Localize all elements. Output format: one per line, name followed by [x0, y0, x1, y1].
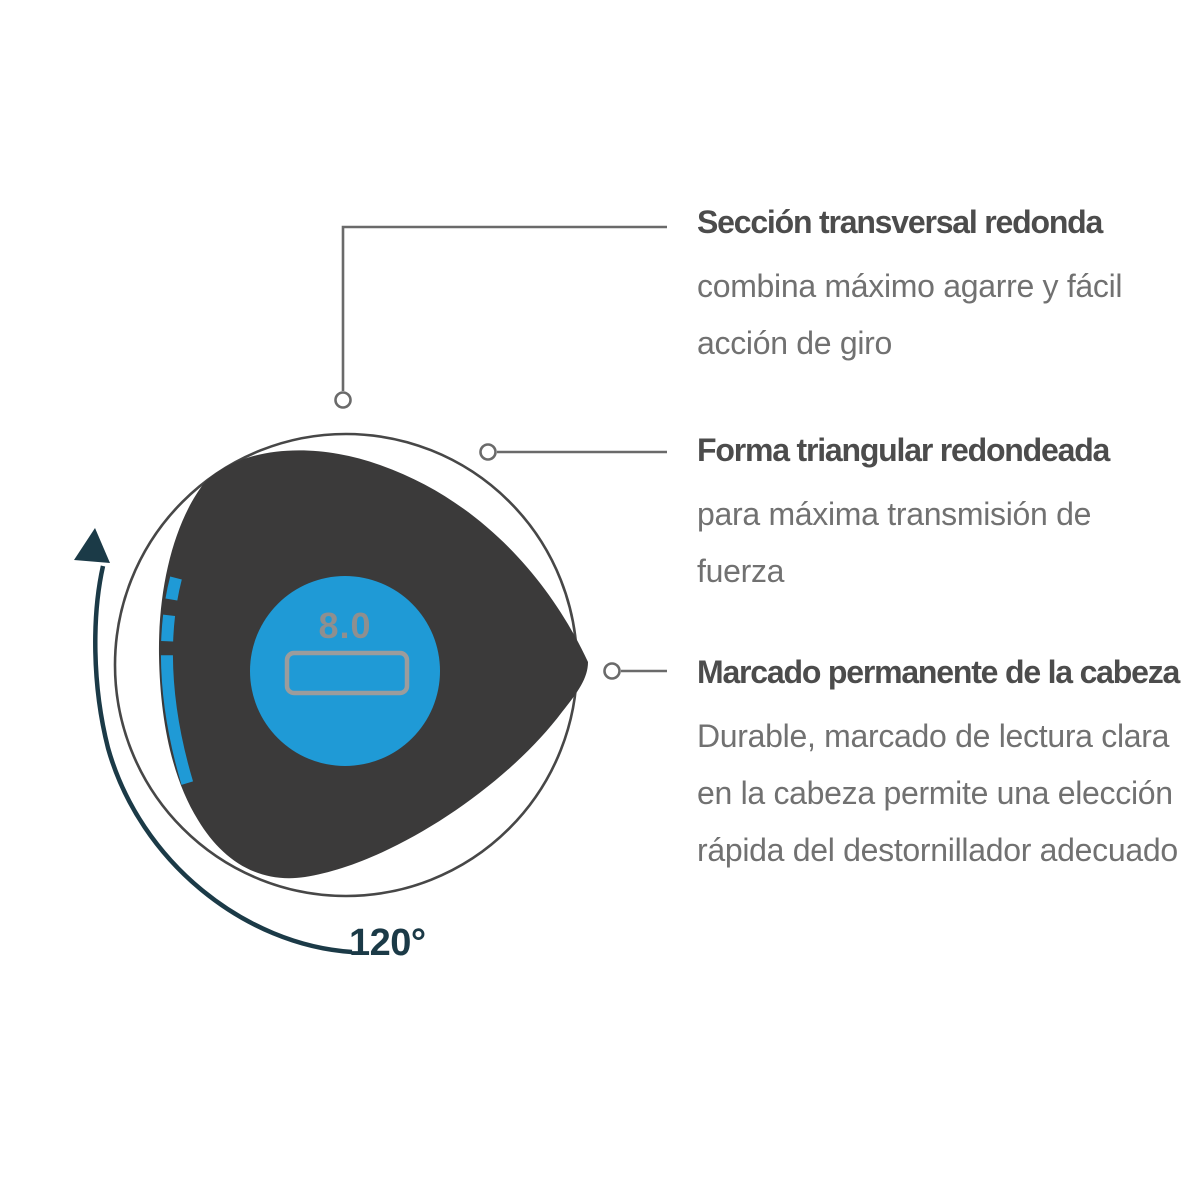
brand-marking	[160, 576, 196, 794]
rotation-arrowhead-icon	[74, 528, 110, 563]
callout-body: para máxima transmisión de fuerza	[697, 496, 1092, 589]
callout-triangular-shape: Forma triangular redondeada para máxima …	[697, 430, 1192, 600]
callout-body: combina máximo agarre y fácil acción de …	[697, 268, 1123, 361]
leader-dot-triangular-shape	[479, 443, 497, 461]
callout-head-marking: Marcado permanente de la cabeza Durable,…	[697, 652, 1192, 879]
callout-title: Marcado permanente de la cabeza	[697, 654, 1180, 690]
callout-title: Sección transversal redonda	[697, 204, 1103, 240]
size-indicator-circle	[250, 576, 440, 766]
callout-title: Forma triangular redondeada	[697, 432, 1110, 468]
rotation-arc	[93, 565, 353, 955]
slotted-blade-icon	[284, 650, 410, 696]
size-label: 8.0	[318, 605, 372, 646]
angle-label: 120°	[349, 922, 426, 964]
callout-round-cross-section: Sección transversal redonda combina máxi…	[697, 202, 1192, 372]
leader-dot-head-marking	[603, 662, 621, 680]
callout-body: Durable, marcado de lectura clara en la …	[697, 718, 1178, 868]
leader-line-round-section	[341, 225, 667, 391]
leader-dot-round-section	[334, 391, 352, 409]
